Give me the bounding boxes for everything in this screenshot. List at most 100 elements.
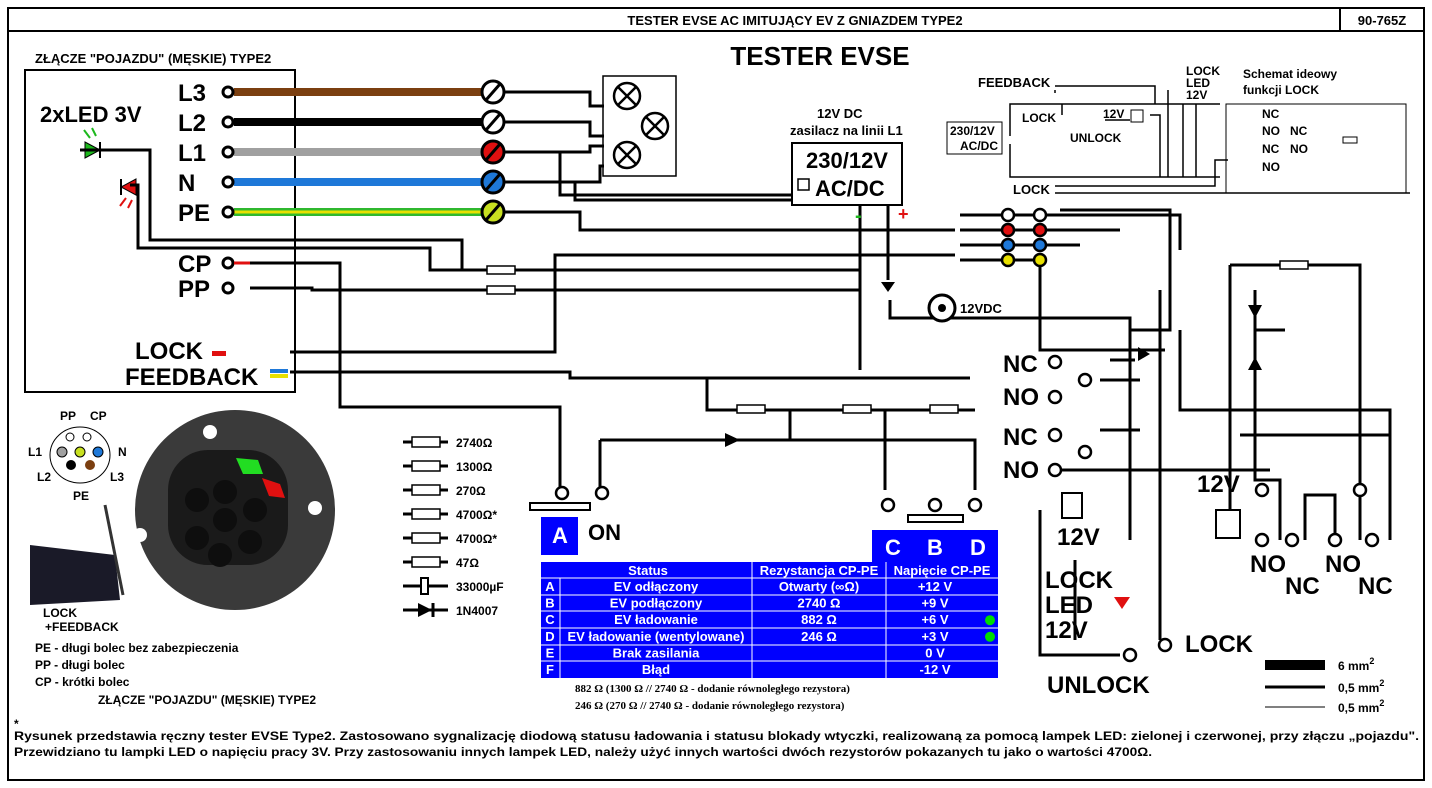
resistor-icon bbox=[411, 484, 441, 496]
ls-contact-nc1: NC bbox=[1262, 107, 1280, 121]
lamp-box bbox=[602, 75, 677, 177]
legend-label: 1300Ω bbox=[456, 460, 493, 474]
pin-label-n: N bbox=[178, 170, 195, 197]
row-resistance: 882 Ω bbox=[801, 612, 837, 627]
legend-label: 4700Ω* bbox=[456, 532, 497, 546]
legend-resistor: 47Ω bbox=[403, 556, 479, 570]
diode-icons bbox=[725, 282, 1262, 447]
connector-box bbox=[24, 69, 296, 393]
table-header-resistance: Rezystancja CP-PE bbox=[760, 563, 879, 578]
resistor-icon bbox=[411, 556, 441, 568]
green-led-indicator-icon bbox=[985, 615, 995, 626]
state-a: A bbox=[552, 523, 568, 548]
resistor-icon bbox=[411, 436, 441, 448]
cp-label: CP bbox=[178, 251, 211, 278]
switch-cbd-lever[interactable] bbox=[907, 514, 964, 523]
row-voltage: +12 V bbox=[918, 579, 953, 594]
relay-no1: NO bbox=[1003, 384, 1039, 411]
psu-label-sub: zasilacz na linii L1 bbox=[790, 123, 903, 138]
row-resistance: Otwarty (∞Ω) bbox=[779, 579, 859, 594]
row-voltage: +3 V bbox=[921, 629, 948, 644]
row-id: D bbox=[545, 629, 554, 644]
supply-12vdc: 12VDC bbox=[960, 301, 1003, 316]
relay-lock: LOCK bbox=[1185, 631, 1254, 658]
lock-schematic-lock: LOCK bbox=[1013, 182, 1050, 197]
row-status: Błąd bbox=[642, 662, 670, 677]
lock-schematic-feedback: FEEDBACK bbox=[978, 75, 1051, 90]
wire-legend-sup: 2 bbox=[1369, 656, 1374, 666]
row-voltage: -12 V bbox=[919, 662, 950, 677]
row-voltage: +6 V bbox=[921, 612, 948, 627]
relay-no2: NO bbox=[1003, 457, 1039, 484]
legend-resistor: 4700Ω* bbox=[403, 532, 497, 546]
pin-note-pp: PP - długi bolec bbox=[35, 658, 125, 672]
lock-schematic-psu-2: AC/DC bbox=[960, 139, 998, 153]
table-note-2: 246 Ω (270 Ω // 2740 Ω - dodanie równole… bbox=[575, 700, 845, 712]
relay-bottom-no1: NO bbox=[1250, 551, 1286, 578]
led-label: 2xLED 3V bbox=[40, 102, 142, 127]
relay-coil-right: 12V bbox=[1197, 471, 1240, 498]
legend-capacitor: 33000µF bbox=[403, 577, 504, 595]
lock-label: LOCK bbox=[135, 338, 204, 365]
row-status: EV odłączony bbox=[614, 579, 699, 594]
row-id: B bbox=[545, 596, 554, 611]
photo-label-feedback: +FEEDBACK bbox=[45, 620, 119, 634]
lock-schematic-led-2: LED bbox=[1186, 76, 1210, 90]
footnote-star: * bbox=[14, 717, 19, 731]
row-voltage: +9 V bbox=[921, 596, 948, 611]
red-led-icon bbox=[119, 178, 137, 209]
legend-diode: 1N4007 bbox=[403, 603, 498, 618]
relay-nc1: NC bbox=[1003, 351, 1038, 378]
svg-text:0,5 mm2: 0,5 mm2 bbox=[1338, 698, 1384, 715]
psu-minus: - bbox=[855, 205, 862, 227]
psu-double-insulation-icon bbox=[797, 178, 810, 191]
psu-plus: + bbox=[898, 204, 909, 224]
row-status: Brak zasilania bbox=[613, 645, 700, 660]
ls-contact-nc3: NC bbox=[1290, 124, 1308, 138]
pin-label-l3: L3 bbox=[178, 80, 206, 107]
pin-note-cp: CP - krótki bolec bbox=[35, 675, 130, 689]
svg-text:0,5 mm2: 0,5 mm2 bbox=[1338, 678, 1384, 695]
pinout-l3: L3 bbox=[110, 470, 124, 484]
wire-legend: 6 mm2 0,5 mm2 0,5 mm2 bbox=[1265, 656, 1384, 715]
legend-label: 1N4007 bbox=[456, 604, 498, 618]
pp-label: PP bbox=[178, 276, 210, 303]
relay-nc2: NC bbox=[1003, 424, 1038, 451]
state-b: B bbox=[927, 535, 943, 560]
lock-led-icon bbox=[1114, 597, 1130, 609]
capacitor-icon bbox=[420, 577, 429, 595]
relay-led-3: 12V bbox=[1045, 617, 1088, 644]
lock-schematic-switch-lock: LOCK bbox=[1022, 111, 1056, 125]
connector-photo: LOCK +FEEDBACK bbox=[30, 410, 335, 634]
ls-contact-no3: NO bbox=[1290, 142, 1308, 156]
power-pins: L3 L2 L1 N PE bbox=[178, 79, 506, 227]
component-legend: 2740Ω1300Ω270Ω4700Ω*4700Ω*47Ω33000µF1N40… bbox=[403, 436, 504, 618]
terminals bbox=[480, 79, 506, 225]
legend-label: 270Ω bbox=[456, 484, 486, 498]
wire-legend-05mm-thin: 0,5 mm bbox=[1338, 701, 1379, 715]
legend-label: 33000µF bbox=[456, 580, 504, 594]
legend-resistor: 270Ω bbox=[403, 484, 486, 498]
switch-a-lever[interactable] bbox=[529, 502, 591, 511]
psu-line2: AC/DC bbox=[815, 176, 885, 201]
wire-legend-sup: 2 bbox=[1379, 678, 1384, 688]
pinout-l2: L2 bbox=[37, 470, 51, 484]
lock-schematic-psu-1: 230/12V bbox=[950, 124, 995, 138]
green-led-indicator-icon bbox=[985, 631, 995, 642]
status-table: Status Rezystancja CP-PE Napięcie CP-PE … bbox=[541, 562, 998, 678]
footnote-line-1: Rysunek przedstawia ręczny tester EVSE T… bbox=[14, 731, 1419, 743]
main-title: TESTER EVSE bbox=[730, 41, 909, 71]
pin-label-l2: L2 bbox=[178, 110, 206, 137]
ls-contact-no1: NO bbox=[1262, 124, 1280, 138]
row-resistance: 246 Ω bbox=[801, 629, 837, 644]
row-status: EV ładowanie bbox=[614, 612, 698, 627]
lock-schematic-switch-unlock: UNLOCK bbox=[1070, 131, 1122, 145]
wire-legend-05mm-thick: 0,5 mm bbox=[1338, 681, 1379, 695]
resistor-icon bbox=[411, 508, 441, 520]
lamp-icons bbox=[612, 81, 670, 170]
